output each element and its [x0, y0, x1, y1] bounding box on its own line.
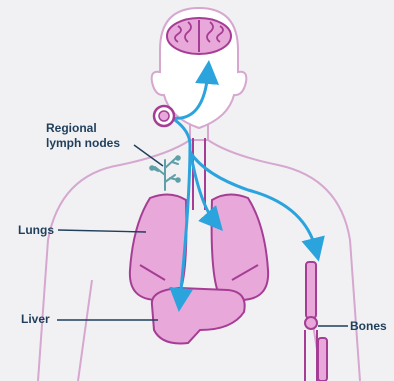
- lungs-organ: [130, 194, 268, 300]
- liver-organ: [152, 288, 245, 343]
- lymph-nodes-icon: [150, 156, 180, 190]
- label-lungs: Lungs: [18, 223, 54, 238]
- label-regional-lymph-nodes: Regional lymph nodes: [46, 121, 120, 151]
- label-regional-line2: lymph nodes: [46, 136, 120, 151]
- bones-organ: [305, 262, 327, 381]
- label-liver: Liver: [21, 312, 50, 327]
- label-bones: Bones: [350, 319, 387, 334]
- label-regional-line1: Regional: [46, 121, 120, 136]
- leader-line-lungs: [58, 230, 146, 232]
- primary-tumor-icon: [154, 106, 174, 126]
- brain-icon: [167, 18, 231, 54]
